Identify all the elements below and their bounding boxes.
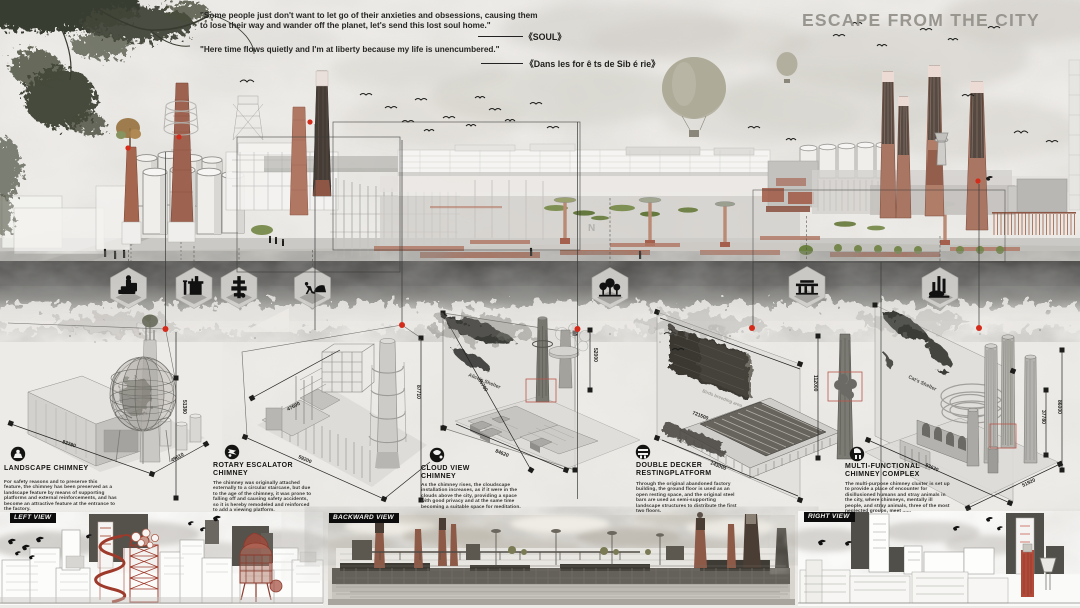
svg-text:143000: 143000	[709, 460, 727, 472]
svg-text:N: N	[588, 223, 595, 234]
svg-text:721500: 721500	[691, 410, 709, 422]
svg-text:47600: 47600	[286, 401, 301, 413]
svg-text:86000: 86000	[1056, 400, 1062, 414]
svg-text:112000: 112000	[812, 375, 818, 392]
svg-text:93620: 93620	[924, 462, 939, 473]
svg-text:82280: 82280	[61, 439, 76, 449]
svg-text:52000: 52000	[592, 348, 598, 362]
svg-text:87710: 87710	[415, 385, 421, 399]
svg-text:37780: 37780	[1040, 410, 1046, 424]
svg-text:51920: 51920	[1021, 477, 1036, 488]
svg-text:59200: 59200	[297, 454, 312, 465]
svg-text:51380: 51380	[181, 400, 187, 414]
svg-text:84620: 84620	[494, 448, 509, 459]
